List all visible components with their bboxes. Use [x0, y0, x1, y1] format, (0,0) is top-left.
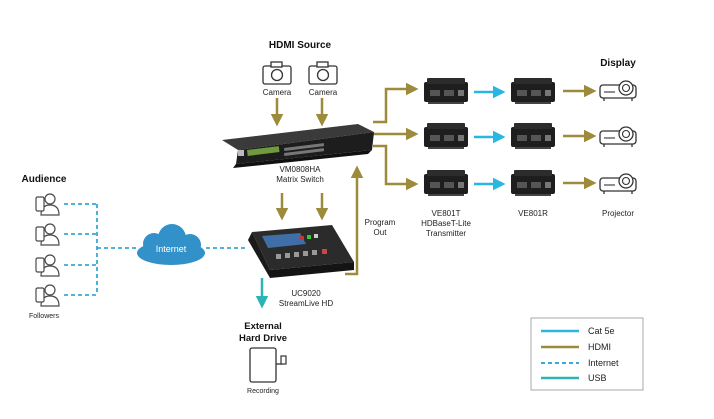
projector-2-icon	[599, 126, 637, 148]
audience-title: Audience	[21, 174, 66, 185]
hdmi-line-matrix-to-tx1	[373, 82, 419, 124]
legend-label-usb: USB	[588, 373, 607, 383]
external-label-1: External	[244, 321, 282, 332]
legend-label-internet: Internet	[588, 358, 619, 368]
streamlive-device-icon	[248, 225, 354, 278]
transmitter-1-icon	[424, 78, 468, 104]
transmitter-2-icon	[424, 123, 468, 149]
hdmi-connections	[270, 82, 597, 276]
internet-cloud-icon	[137, 224, 205, 265]
streamlive-name-label: UC9020	[291, 289, 321, 298]
internet-connections	[64, 203, 246, 296]
ve801t-label-3: Transmitter	[426, 229, 466, 238]
receiver-3-icon	[511, 170, 555, 196]
legend-label-hdmi: HDMI	[588, 342, 611, 352]
followers-label: Followers	[29, 313, 59, 320]
hdmi-source-title: HDMI Source	[269, 40, 332, 51]
program-out-label-1: Program	[365, 218, 396, 227]
camera-1-label: Camera	[263, 88, 292, 97]
display-title: Display	[600, 58, 636, 69]
matrix-name-label: VM0808HA	[280, 165, 322, 174]
projector-3-icon	[599, 173, 637, 195]
recording-label: Recording	[247, 388, 279, 395]
cat5e-connections	[474, 85, 506, 191]
follower-2-icon	[35, 223, 60, 246]
ve801t-label-1: VE801T	[432, 209, 461, 218]
hdmi-line-program-out	[345, 165, 364, 276]
matrix-sub-label: Matrix Switch	[276, 175, 324, 184]
transmitter-3-icon	[424, 170, 468, 196]
receiver-1-icon	[511, 78, 555, 104]
legend-label-cat5e: Cat 5e	[588, 326, 615, 336]
program-out-label-2: Out	[374, 228, 388, 237]
ve801r-label: VE801R	[518, 209, 548, 218]
projector-1-icon	[599, 80, 637, 102]
legend: Cat 5e HDMI Internet USB	[530, 317, 644, 391]
external-label-2: Hard Drive	[239, 333, 287, 344]
camera-2-label: Camera	[309, 88, 338, 97]
hard-drive-icon	[249, 347, 287, 383]
follower-1-icon	[35, 193, 60, 216]
streamlive-sub-label: StreamLive HD	[279, 299, 333, 308]
projector-label: Projector	[602, 209, 634, 218]
receiver-2-icon	[511, 123, 555, 149]
ve801t-label-2: HDBaseT-Lite	[421, 219, 471, 228]
follower-3-icon	[35, 254, 60, 277]
hdmi-line-matrix-to-tx3	[373, 144, 419, 191]
matrix-switch-icon	[222, 124, 374, 168]
follower-4-icon	[35, 284, 60, 307]
camera-2-icon	[308, 61, 338, 85]
camera-1-icon	[262, 61, 292, 85]
internet-label: Internet	[156, 244, 187, 254]
